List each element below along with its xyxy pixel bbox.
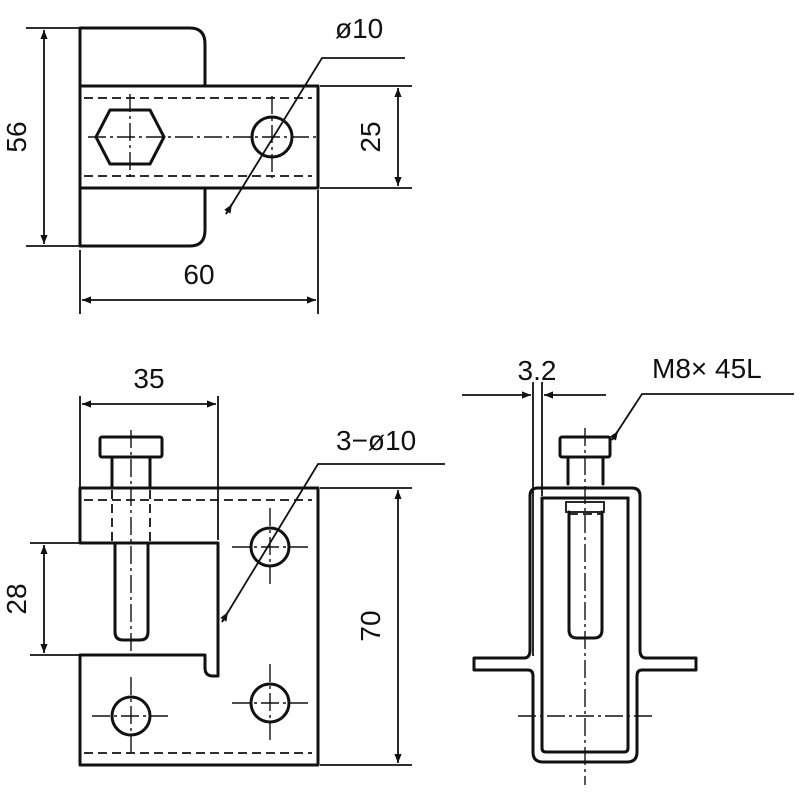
- top-hole-label: ø10: [335, 13, 383, 44]
- hex-nut-icon: [94, 108, 166, 166]
- top-height-label: 56: [1, 121, 32, 152]
- side-bolt-leader: [611, 393, 794, 441]
- top-hole-leader: [225, 57, 405, 215]
- front-view: 3−ø10 35 28 70: [1, 363, 445, 767]
- bolt-shank: [567, 510, 604, 640]
- channel-outer: [472, 486, 698, 764]
- front-view-outline: [78, 486, 320, 767]
- front-left-label: 28: [1, 583, 32, 614]
- front-holes-label: 3−ø10: [336, 425, 416, 456]
- side-bolt-label: M8× 45L: [652, 353, 762, 384]
- side-thickness-label: 3.2: [518, 355, 557, 386]
- top-width-label: 60: [183, 259, 214, 290]
- channel-inner: [540, 496, 630, 754]
- side-view: 3.2 M8× 45L: [462, 353, 794, 785]
- front-width-label: 35: [133, 363, 164, 394]
- top-slot-label: 25: [355, 121, 386, 152]
- front-height-label: 70: [355, 610, 386, 641]
- top-view: ø10 56 25 60: [1, 13, 412, 314]
- top-view-outline: [78, 26, 320, 248]
- front-holes-leader: [221, 463, 445, 623]
- front-holes-leader-arrow: [220, 611, 229, 623]
- top-hole-leader-arrow: [224, 203, 233, 215]
- bolt-washer: [565, 501, 605, 513]
- bolt-shank: [113, 541, 150, 642]
- side-bolt-leader-arrow: [610, 430, 619, 441]
